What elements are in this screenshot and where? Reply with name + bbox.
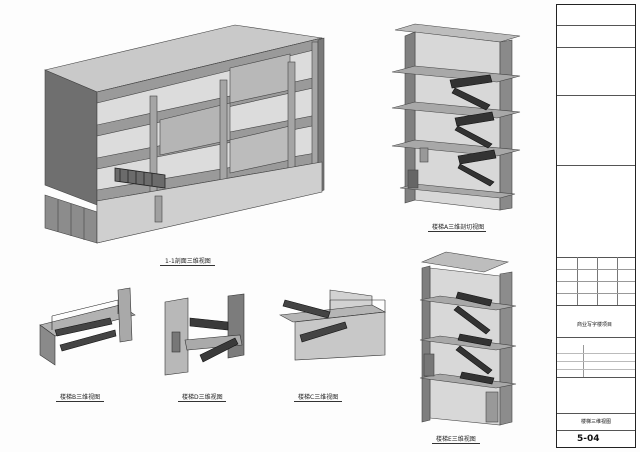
title-block-divider [557,337,635,338]
signature-table [557,345,635,377]
section-building-model [44,24,325,244]
caption-stair-a: 楼梯A三维剖切视图 [432,224,485,231]
stair-b-model [39,287,136,366]
title-block: 商业写字楼项目 楼梯三维视图 5-04 [556,4,636,448]
stair-d-model [164,293,245,376]
title-block-divider [557,413,635,414]
title-block-divider [557,165,635,166]
title-block-divider [557,257,635,258]
title-block-divider [557,25,635,26]
caption-section-1-1: 1-1剖面三维视图 [165,258,211,265]
caption-stair-b: 楼梯B三维视图 [60,394,101,401]
stair-a-cut-model [391,23,521,211]
caption-underline [428,231,486,232]
stair-c-model [279,289,386,361]
stair-e-model [419,251,517,426]
caption-underline [294,401,342,402]
revision-table [557,257,635,305]
caption-underline [56,401,104,402]
title-block-divider [557,377,635,378]
caption-stair-e: 楼梯E三维视图 [436,436,476,443]
caption-stair-d: 楼梯D三维视图 [182,394,223,401]
drawing-canvas [39,23,521,426]
caption-underline [160,265,215,266]
title-block-divider [557,95,635,96]
caption-stair-c: 楼梯C三维视图 [298,394,339,401]
title-block-divider [557,430,635,431]
title-block-divider [557,47,635,48]
sheet-number: 5-04 [577,434,600,444]
drawing-title: 楼梯三维视图 [581,419,612,425]
title-block-divider [557,305,635,306]
caption-underline [178,401,226,402]
project-name: 商业写字楼项目 [577,322,613,328]
caption-underline [432,443,480,444]
